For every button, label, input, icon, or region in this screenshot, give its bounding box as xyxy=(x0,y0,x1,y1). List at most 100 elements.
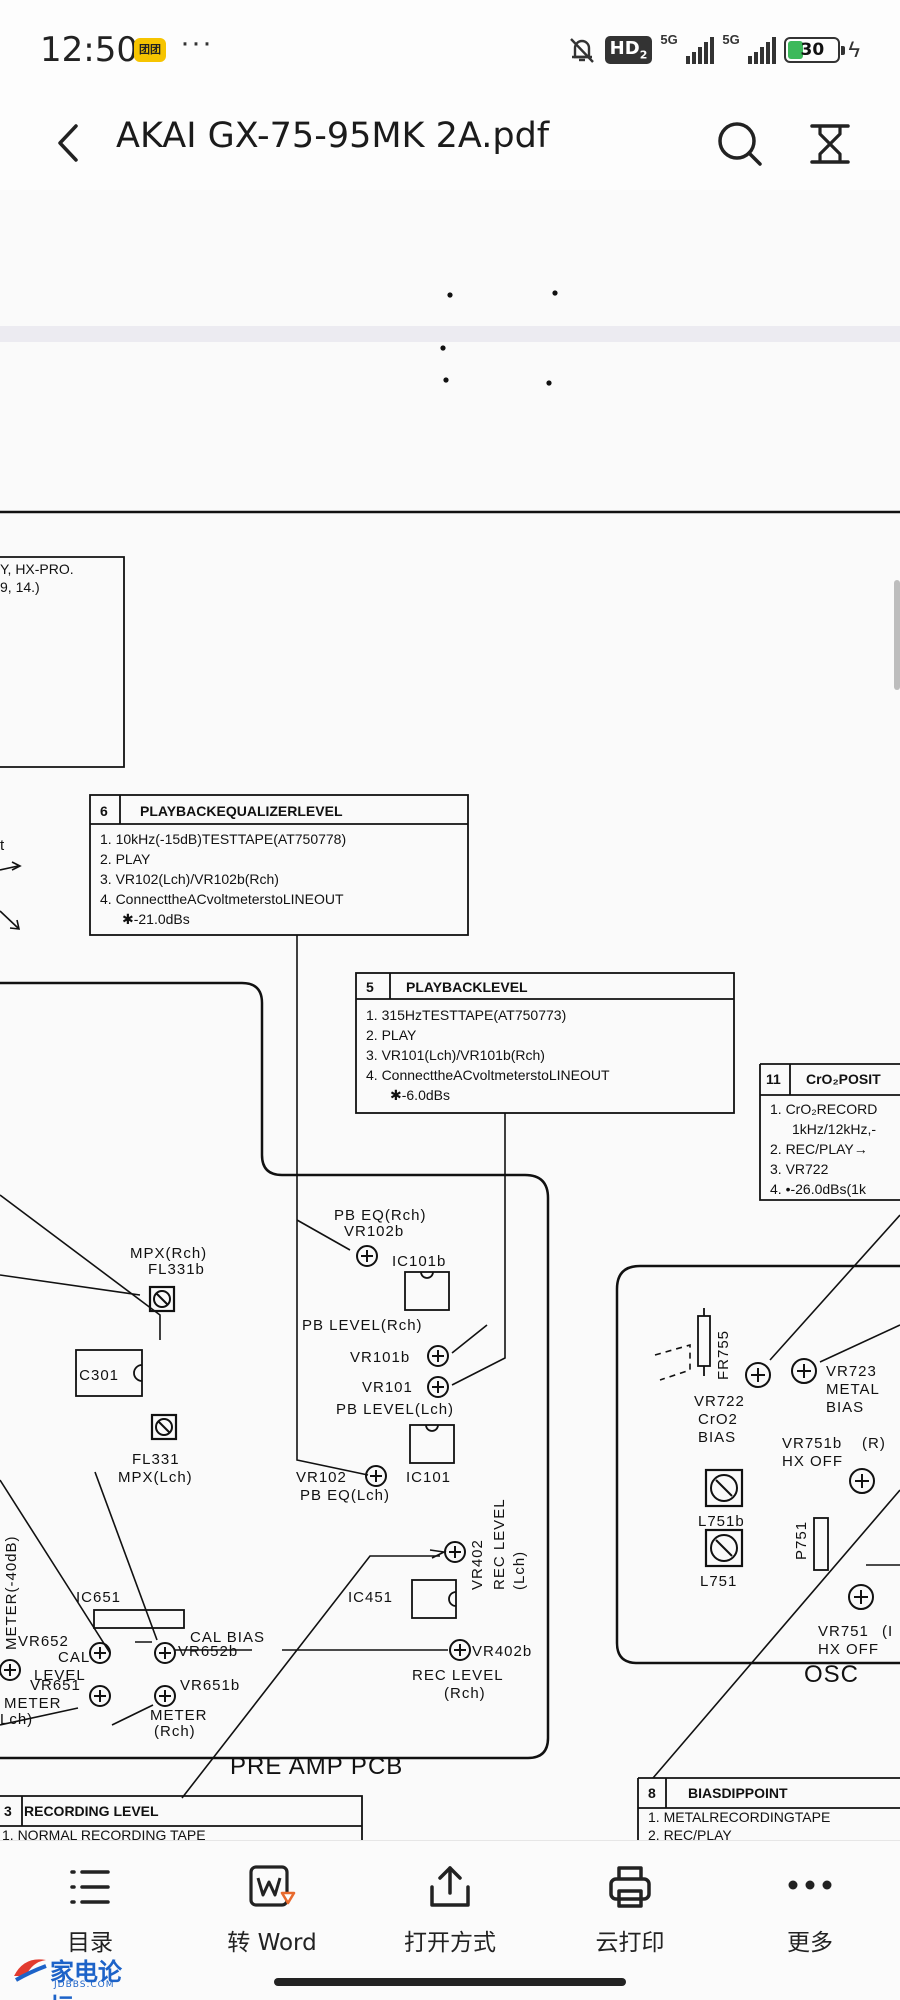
label-metal-bias-1: METAL xyxy=(826,1381,880,1398)
app-header: AKAI GX-75-95MK 2A.pdf xyxy=(0,100,900,190)
page-separator xyxy=(0,326,900,342)
label-ic101b: IC101b xyxy=(392,1253,446,1270)
toolbar-open-with-label: 打开方式 xyxy=(404,1930,496,1956)
box3-item-1: 1. NORMAL RECORDING TAPE xyxy=(2,1827,206,1840)
toolbar-cloud-print-label: 云打印 xyxy=(595,1930,665,1956)
box11-item-1: 1. CrO₂RECORD xyxy=(770,1101,877,1117)
search-icon[interactable] xyxy=(712,116,768,172)
mute-bell-icon xyxy=(569,38,594,63)
collapse-view-icon[interactable] xyxy=(802,116,858,172)
label-rec-level-rch-1: REC LEVEL xyxy=(412,1667,504,1684)
label-p751: P751 xyxy=(793,1521,810,1560)
box6-item-3: 3. VR102(Lch)/VR102b(Rch) xyxy=(100,871,279,887)
box11-item-1b: 1kHz/12kHz,- xyxy=(792,1121,876,1137)
box8-number: 8 xyxy=(648,1785,656,1801)
toolbar-open-with-button[interactable]: 打开方式 xyxy=(370,1855,530,1965)
label-cro2-bias-1: CrO2 xyxy=(698,1411,738,1428)
word-convert-icon xyxy=(249,1865,296,1907)
schematic-drawing: Y, HX-PRO. 9, 14.) 6 PLAYBACKEQUALIZERLE… xyxy=(0,290,900,1840)
label-cal-level-2: LEVEL xyxy=(34,1667,86,1684)
label-rec-level-lch-2: (Lch) xyxy=(511,1551,528,1590)
label-metal-bias-2: BIAS xyxy=(826,1399,864,1416)
signal-type-label-2: 5G xyxy=(722,32,740,47)
box11-item-3: 3. VR722 xyxy=(770,1161,829,1177)
back-arrow-icon[interactable] xyxy=(50,118,90,168)
label-vr101: VR101 xyxy=(362,1379,413,1396)
box5-note: ✱-6.0dBs xyxy=(390,1087,450,1103)
label-vr102b: VR102b xyxy=(344,1223,404,1240)
box5-item-4: 4. ConnecttheACvoltmeterstoLINEOUT xyxy=(366,1067,610,1083)
top-left-box-line2: 9, 14.) xyxy=(0,579,40,595)
status-time: 12:50 xyxy=(40,30,138,70)
box6-title: PLAYBACKEQUALIZERLEVEL xyxy=(140,803,343,819)
box5-number: 5 xyxy=(366,979,374,995)
label-l751b: L751b xyxy=(698,1513,745,1530)
box5-item-3: 3. VR101(Lch)/VR101b(Rch) xyxy=(366,1047,545,1063)
label-meter-lch-2: Lch) xyxy=(0,1711,33,1728)
pdf-page-viewport[interactable]: Y, HX-PRO. 9, 14.) 6 PLAYBACKEQUALIZERLE… xyxy=(0,190,900,1840)
box6-number: 6 xyxy=(100,803,108,819)
box11-item-2: 2. REC/PLAY→ xyxy=(770,1141,868,1157)
battery-fill xyxy=(788,41,803,59)
charging-icon: ϟ xyxy=(848,37,860,62)
box5-title: PLAYBACKLEVEL xyxy=(406,979,528,995)
box11-item-4: 4. •-26.0dBs(1k xyxy=(770,1181,867,1197)
top-left-box-line1: Y, HX-PRO. xyxy=(0,561,74,577)
status-more-icon: ··· xyxy=(180,26,213,59)
label-cal-level-1: CAL xyxy=(58,1649,90,1666)
watermark-swoosh-icon xyxy=(14,1959,47,1982)
label-vr652: VR652 xyxy=(18,1633,69,1650)
label-t: t xyxy=(0,837,5,854)
label-vr651b: VR651b xyxy=(180,1677,240,1694)
status-indicators: HD2 5G 5G 30 ϟ xyxy=(567,32,860,68)
label-vr651: VR651 xyxy=(30,1677,81,1694)
label-meter-40db: METER(-40dB) xyxy=(3,1535,20,1650)
label-pre-amp-pcb: PRE AMP PCB xyxy=(230,1753,403,1780)
label-mpx-lch: MPX(Lch) xyxy=(118,1469,193,1486)
box6-item-2: 2. PLAY xyxy=(100,851,151,867)
watermark-sub-text: JDBBS.COM xyxy=(54,1980,115,1990)
label-rec-level-rch-2: (Rch) xyxy=(444,1685,486,1702)
label-vr402: VR402 xyxy=(469,1539,486,1590)
box11-title: CrO₂POSIT xyxy=(806,1071,881,1087)
label-osc: OSC xyxy=(804,1661,859,1688)
toolbar-to-word-button[interactable]: 转 Word xyxy=(192,1855,352,1965)
battery-icon: 30 xyxy=(784,37,846,63)
home-indicator-bar[interactable] xyxy=(274,1978,626,1986)
scrollbar-thumb[interactable] xyxy=(894,580,900,690)
label-meter-rch-1: METER xyxy=(150,1707,208,1724)
label-ic101: IC101 xyxy=(406,1469,451,1486)
label-vr751: VR751 xyxy=(818,1623,869,1640)
signal-strength-icon-2: 5G xyxy=(722,32,777,64)
box8-item-1: 1. METALRECORDINGTAPE xyxy=(648,1809,830,1825)
watermark-logo: 家电论坛 JDBBS.COM xyxy=(10,1952,140,2000)
label-vr751-r: (I xyxy=(882,1623,893,1640)
watermark-main-text: 家电论坛 xyxy=(50,1958,122,2000)
label-meter-lch-1: METER xyxy=(4,1695,62,1712)
toolbar-contents-label: 目录 xyxy=(67,1930,113,1956)
toolbar-contents-button[interactable]: 目录 xyxy=(10,1855,170,1965)
label-mpx-rch: MPX(Rch) xyxy=(130,1245,207,1262)
label-vr723: VR723 xyxy=(826,1363,877,1380)
label-cro2-bias-2: BIAS xyxy=(698,1429,736,1446)
printer-icon xyxy=(609,1866,651,1908)
toolbar-to-word-label: 转 Word xyxy=(227,1930,317,1956)
label-meter-rch-2: (Rch) xyxy=(154,1723,196,1740)
toolbar-cloud-print-button[interactable]: 云打印 xyxy=(550,1855,710,1965)
label-vr652b: VR652b xyxy=(178,1643,238,1660)
status-bar: 12:50 团团 ··· HD2 5G 5G 30 ϟ xyxy=(0,0,900,100)
label-vr722: VR722 xyxy=(694,1393,745,1410)
box11-number: 11 xyxy=(766,1071,781,1087)
app-notification-badge: 团团 xyxy=(134,38,166,62)
label-fl331b: FL331b xyxy=(148,1261,205,1278)
box6-note: ✱-21.0dBs xyxy=(122,911,190,927)
label-l751: L751 xyxy=(700,1573,737,1590)
label-fl331: FL331 xyxy=(132,1451,180,1468)
label-pb-level-lch: PB LEVEL(Lch) xyxy=(336,1401,454,1418)
toolbar-more-button[interactable]: 更多 xyxy=(730,1855,890,1965)
label-fr755: FR755 xyxy=(715,1330,732,1380)
box6-item-1: 1. 10kHz(-15dB)TESTTAPE(AT750778) xyxy=(100,831,346,847)
box8-item-2: 2. REC/PLAY xyxy=(648,1827,732,1840)
label-hx-off-1: HX OFF xyxy=(782,1453,843,1470)
label-hx-off-2: HX OFF xyxy=(818,1641,879,1658)
